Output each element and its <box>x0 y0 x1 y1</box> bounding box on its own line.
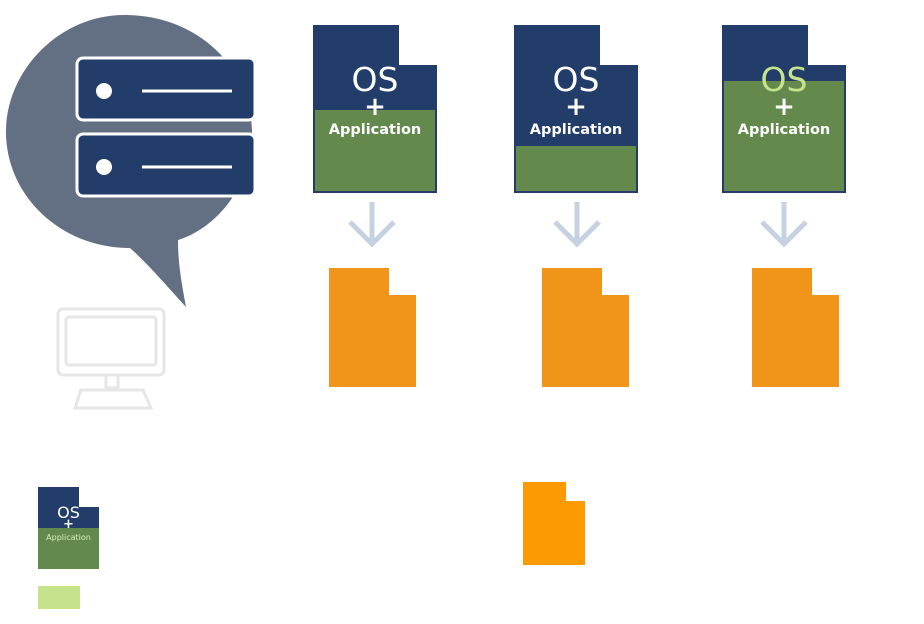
server-led-top <box>96 83 112 99</box>
document-icon <box>313 25 437 193</box>
speech-bubble-icon <box>6 15 257 307</box>
os-label: OS <box>760 60 808 99</box>
application-layer <box>724 81 844 191</box>
legend-swatch-green <box>38 586 80 609</box>
application-label: Application <box>46 533 91 542</box>
server-led-bottom <box>96 159 112 175</box>
document-icon <box>722 25 846 193</box>
image-document-2: OS + Application <box>513 25 639 194</box>
plus-label: + <box>63 517 74 532</box>
os-label: OS <box>57 503 80 522</box>
server-unit-top <box>75 56 257 122</box>
plus-label: + <box>364 92 386 122</box>
legend-document: OS + Application <box>37 486 100 570</box>
application-label: Application <box>529 122 623 138</box>
application-label: Application <box>328 122 422 138</box>
image-document-3: OS + Application <box>721 25 847 194</box>
arrow-down-icon <box>553 202 601 248</box>
plus-label: + <box>565 92 587 122</box>
document-icon <box>38 487 99 569</box>
server-rack-icon <box>75 56 257 198</box>
output-document-3 <box>752 268 839 387</box>
application-layer <box>516 146 636 191</box>
image-document-1: OS + Application <box>312 25 438 194</box>
os-label: OS <box>552 60 600 99</box>
monitor-icon <box>56 307 166 410</box>
legend-output-document <box>523 482 585 565</box>
arrow-down-icon <box>348 202 396 248</box>
os-label: OS <box>351 60 399 99</box>
plus-label: + <box>773 92 795 122</box>
application-label: Application <box>737 122 831 138</box>
output-document-2 <box>542 268 629 387</box>
application-layer <box>315 110 435 191</box>
server-unit-bottom <box>75 132 257 198</box>
output-document-1 <box>329 268 416 387</box>
application-layer <box>38 528 99 569</box>
document-icon <box>514 25 638 193</box>
arrow-down-icon <box>760 202 808 248</box>
